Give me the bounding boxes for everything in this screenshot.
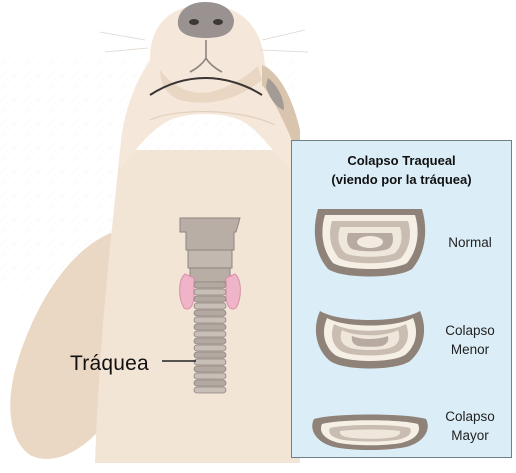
- trachea-section-major-collapse: [312, 415, 428, 451]
- nose-icon: [178, 2, 234, 38]
- trachea-ring: [194, 345, 226, 351]
- trachea-ring: [194, 310, 226, 316]
- stage-label-major-line1: Colapso: [430, 407, 510, 426]
- trachea-ring: [194, 282, 226, 288]
- panel-title-line1: Colapso Traqueal: [292, 151, 511, 170]
- panel-title-line2: (viendo por la tráquea): [292, 170, 511, 189]
- stage-label-major-line2: Mayor: [430, 426, 510, 445]
- trachea-ring: [194, 352, 226, 358]
- stage-label-normal-text: Normal: [430, 233, 510, 252]
- trachea-ring: [194, 359, 226, 365]
- trachea-ring: [194, 317, 226, 323]
- trachea-ring: [194, 366, 226, 372]
- stage-label-minor: Colapso Menor: [430, 321, 510, 359]
- panel-title: Colapso Traqueal (viendo por la tráquea): [292, 151, 511, 189]
- trachea-section-minor-collapse: [316, 311, 424, 369]
- stage-illustrations: [300, 193, 440, 473]
- trachea-ring: [194, 338, 226, 344]
- trachea-ring: [194, 380, 226, 386]
- trachea-label: Tráquea: [70, 352, 149, 376]
- stage-label-normal: Normal: [430, 233, 510, 252]
- trachea-ring: [194, 289, 226, 295]
- trachea-ring: [194, 387, 226, 393]
- trachea-ring: [194, 331, 226, 337]
- stage-label-minor-line2: Menor: [430, 340, 510, 359]
- trachea-ring: [194, 296, 226, 302]
- trachea-ring: [194, 303, 226, 309]
- trachea-ring: [194, 373, 226, 379]
- stage-label-minor-line1: Colapso: [430, 321, 510, 340]
- trachea-ring: [194, 324, 226, 330]
- stage-label-major: Colapso Mayor: [430, 407, 510, 445]
- tracheal-collapse-panel: Colapso Traqueal (viendo por la tráquea): [291, 140, 512, 458]
- trachea-section-normal: [315, 209, 425, 277]
